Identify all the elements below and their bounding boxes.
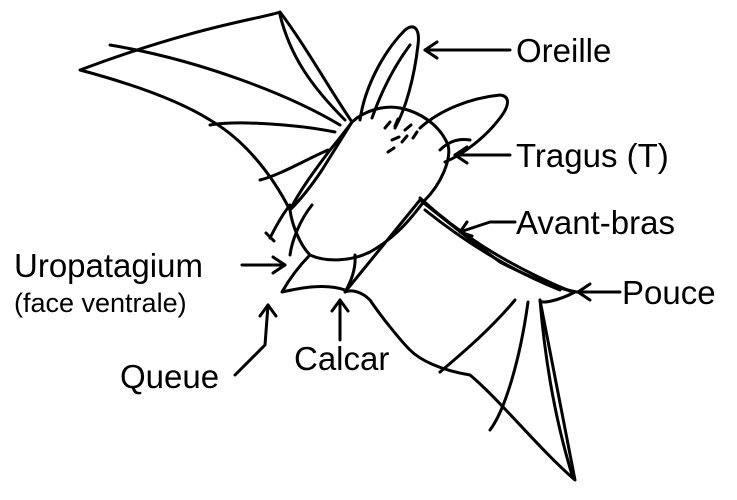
label-oreille: Oreille (516, 34, 611, 67)
leg-left (290, 205, 312, 255)
label-calcar: Calcar (294, 342, 389, 375)
left-wing-finger-2 (110, 45, 340, 125)
label-tragus: Tragus (T) (516, 139, 669, 172)
queue-pointer (235, 305, 268, 375)
label-uropatagium: Uropatagium (14, 249, 203, 282)
left-wing-finger-1 (280, 15, 345, 120)
label-queue: Queue (120, 360, 219, 393)
label-pouce: Pouce (622, 276, 716, 309)
thumb (560, 288, 578, 292)
ear-right (420, 95, 508, 162)
hind-foot (266, 205, 290, 241)
label-avant-bras: Avant-bras (516, 206, 675, 239)
right-wing-finger-3 (440, 300, 515, 372)
label-face-ventrale: (face ventrale) (14, 290, 187, 317)
left-wing-finger-3 (210, 123, 335, 132)
avant-bras-pointer (460, 222, 515, 232)
fur-texture (385, 119, 417, 152)
left-wing (80, 12, 352, 210)
